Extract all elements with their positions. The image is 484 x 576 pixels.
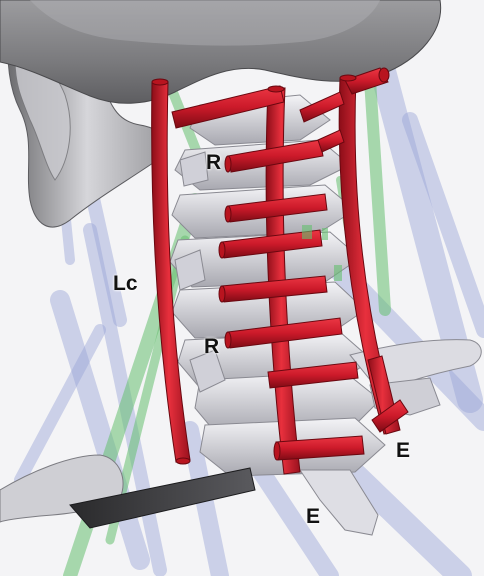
- label-rotatores-lower: R: [204, 336, 219, 357]
- label-longus-capitis: Lc: [113, 273, 138, 294]
- label-rotatores-upper: R: [206, 152, 221, 173]
- label-extensor-right: E: [396, 440, 410, 461]
- label-extensor-lower: E: [306, 506, 320, 527]
